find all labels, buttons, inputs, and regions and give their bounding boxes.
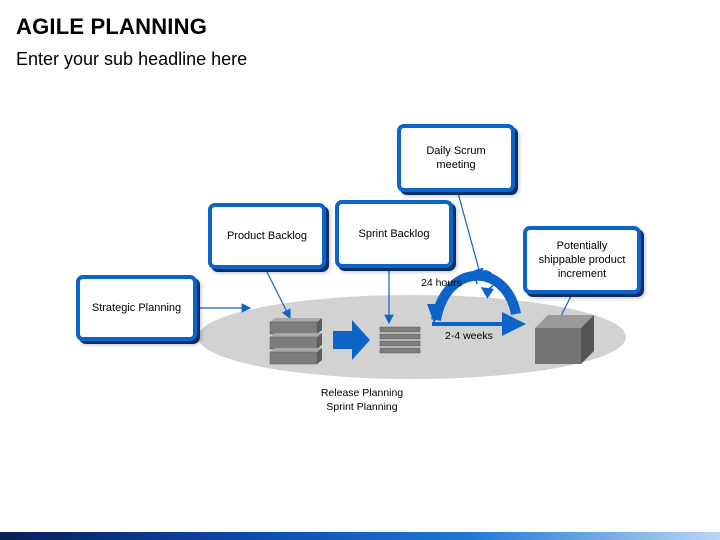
sprint-backlog-callout: Sprint Backlog [335, 200, 453, 268]
daily-scrum-connector [457, 192, 484, 279]
daily-cycle-arc [431, 270, 521, 322]
sprint-planning-label: Sprint Planning [326, 401, 398, 413]
product-backlog-stack [269, 318, 322, 365]
strategic-planning-label: Strategic Planning [91, 302, 182, 314]
product-increment-cube [535, 315, 594, 364]
shippable-increment-label: Potentially shippable product increment [538, 240, 626, 280]
daily-scrum-callout: Daily Scrum meeting [397, 124, 515, 192]
release-planning-label: Release Planning [320, 387, 404, 399]
block-arrow [333, 320, 370, 360]
sprint-backlog-label: Sprint Backlog [358, 228, 430, 240]
daily-loop-arrow [475, 270, 496, 299]
strategic-planning-callout: Strategic Planning [76, 275, 197, 341]
product-backlog-label: Product Backlog [226, 230, 308, 242]
footer-gradient-bar [0, 532, 720, 540]
hours-label: 24 hours [421, 277, 462, 289]
weeks-label: 2-4 weeks [445, 330, 493, 342]
shippable-increment-callout: Potentially shippable product increment [523, 226, 641, 294]
product-backlog-callout: Product Backlog [208, 203, 326, 269]
sprint-backlog-stack [379, 326, 421, 354]
page-title: AGILE PLANNING [16, 14, 208, 39]
daily-cycle-arrowhead [427, 304, 446, 323]
product-backlog-connector [264, 267, 291, 320]
page-subtitle: Enter your sub headline here [16, 49, 248, 69]
daily-scrum-label: Daily Scrum meeting [426, 145, 486, 171]
